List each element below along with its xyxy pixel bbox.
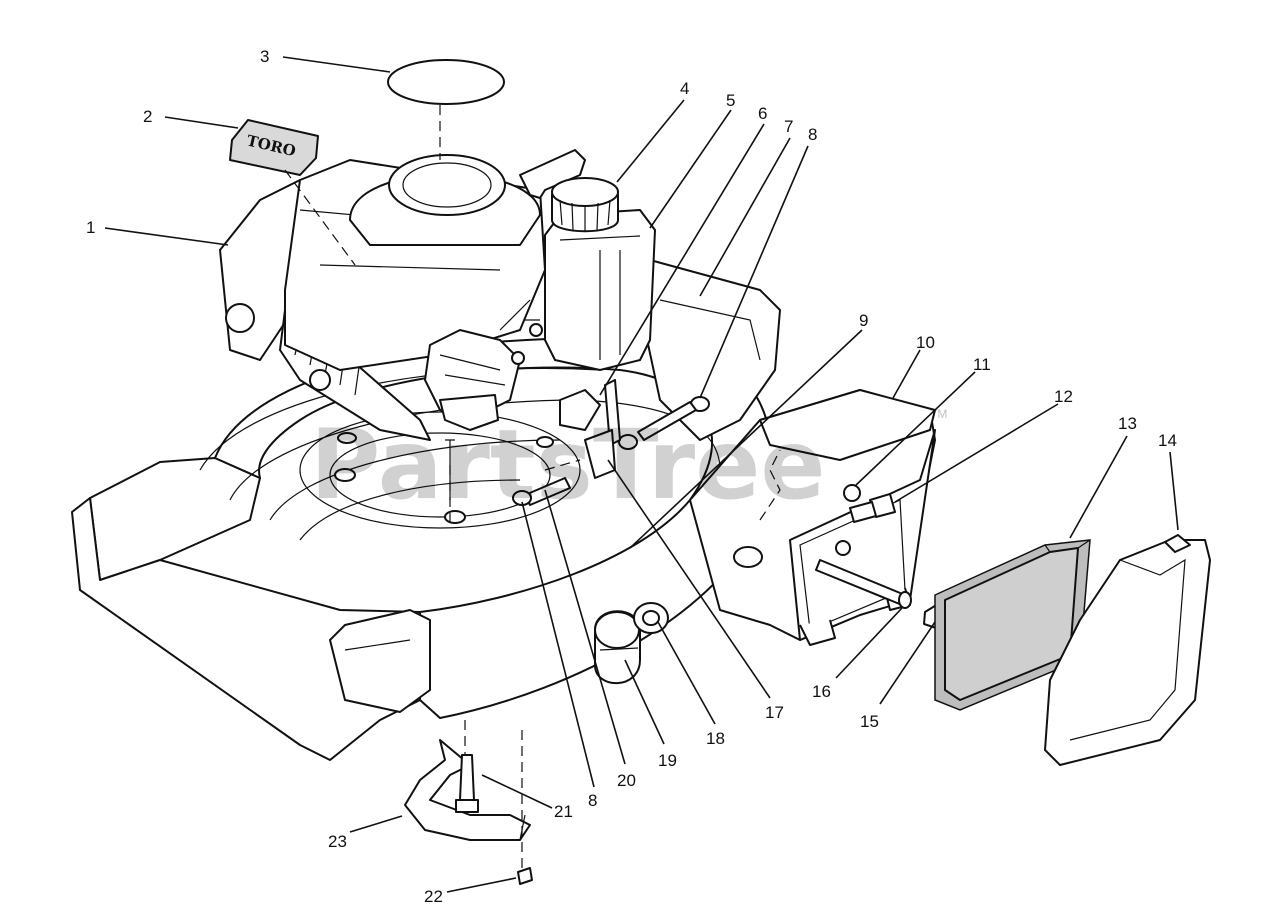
- callout-6: 6: [758, 104, 767, 123]
- callout-14: 14: [1158, 431, 1177, 450]
- rear-bracket: [644, 259, 781, 441]
- stud-rod-6: [637, 401, 697, 441]
- callout-5: 5: [726, 91, 735, 110]
- callout-23: 23: [328, 832, 347, 851]
- callout-9: 9: [859, 311, 868, 330]
- fuel-cap: [551, 177, 619, 233]
- watermark: PartsTree: [310, 409, 825, 521]
- centerlines: [284, 105, 581, 870]
- filter-element: [934, 539, 1091, 711]
- stud-16: [815, 559, 912, 609]
- fuel-tank: [544, 209, 656, 371]
- gasket-outline: [759, 449, 781, 521]
- callout-4: 4: [680, 79, 689, 98]
- bolt-21: [455, 754, 479, 813]
- cylinder-spacer-7: [604, 379, 621, 446]
- callout-19: 19: [658, 751, 677, 770]
- callout-17: 17: [765, 703, 784, 722]
- plug-19: [594, 610, 641, 685]
- toro-decal: TORO: [229, 119, 319, 176]
- callout-8-lower: 8: [588, 791, 597, 810]
- hex-nut-8-upper: [618, 396, 710, 450]
- callout-20: 20: [617, 771, 636, 790]
- callout-8-upper: 8: [808, 125, 817, 144]
- callout-12: 12: [1054, 387, 1073, 406]
- callout-labels: 1 2 3 4 5 6 7 8 9 10 11 12 13 14 15 16 1…: [86, 47, 1177, 906]
- callout-3: 3: [260, 47, 269, 66]
- callout-10: 10: [916, 333, 935, 352]
- callout-1: 1: [86, 218, 95, 237]
- watermark-trademark: TM: [930, 407, 947, 421]
- decal-3: [387, 59, 505, 105]
- gasket-17: [559, 389, 616, 479]
- callout-13: 13: [1118, 414, 1137, 433]
- plug-18: [633, 602, 669, 634]
- callout-21: 21: [554, 802, 573, 821]
- callout-15: 15: [860, 712, 879, 731]
- screw-12: [849, 493, 896, 523]
- callout-18: 18: [706, 729, 725, 748]
- callout-16: 16: [812, 682, 831, 701]
- callout-2: 2: [143, 107, 152, 126]
- callout-22: 22: [424, 887, 443, 906]
- callout-7: 7: [784, 117, 793, 136]
- leader-lines: [104, 56, 1179, 893]
- nut-22: [517, 867, 533, 885]
- air-cleaner-base: [689, 389, 936, 646]
- callout-11: 11: [973, 355, 991, 374]
- engine: [219, 149, 586, 500]
- air-cleaner-cover: [1044, 534, 1211, 766]
